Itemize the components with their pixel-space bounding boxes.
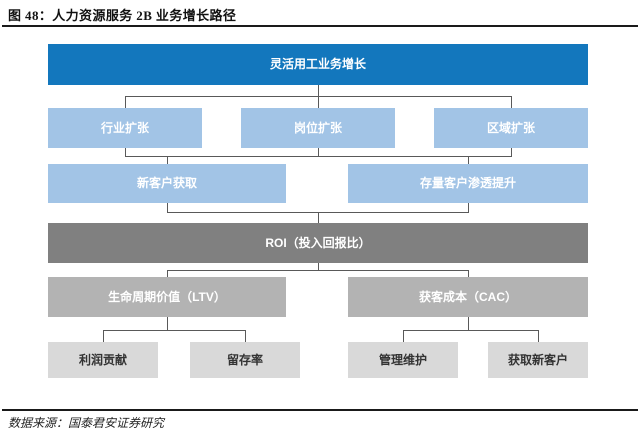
connector-line xyxy=(167,203,168,212)
connector-line xyxy=(318,85,319,96)
connector-line xyxy=(468,203,469,212)
footer-divider-line xyxy=(2,409,638,411)
connector-line xyxy=(167,317,168,330)
node-industry-expansion: 行业扩张 xyxy=(48,108,202,148)
node-roi: ROI（投入回报比） xyxy=(48,223,588,263)
connector-line xyxy=(403,330,538,331)
node-existing-customer-penetration: 存量客户渗透提升 xyxy=(348,164,588,203)
connector-line xyxy=(103,330,104,342)
connector-line xyxy=(125,156,512,157)
connector-line xyxy=(125,96,126,108)
connector-line xyxy=(318,263,319,270)
connector-line xyxy=(511,96,512,108)
connector-line xyxy=(167,270,168,277)
data-source-note: 数据来源：国泰君安证券研究 xyxy=(8,416,165,430)
figure-title: 图 48：人力资源服务 2B 业务增长路径 xyxy=(8,8,237,23)
node-position-expansion: 岗位扩张 xyxy=(241,108,395,148)
node-lifetime-value-ltv: 生命周期价值（LTV） xyxy=(48,277,286,317)
connector-line xyxy=(318,96,319,108)
node-region-expansion: 区域扩张 xyxy=(434,108,588,148)
node-customer-acquisition-cost-cac: 获客成本（CAC） xyxy=(348,277,588,317)
connector-line xyxy=(318,212,319,223)
connector-line xyxy=(468,317,469,330)
connector-line xyxy=(125,148,126,156)
connector-line xyxy=(468,156,469,164)
connector-line xyxy=(167,270,469,271)
node-acquire-new-customers: 获取新客户 xyxy=(488,342,588,378)
connector-line xyxy=(403,330,404,342)
connector-line xyxy=(167,156,168,164)
connector-line xyxy=(538,330,539,342)
node-new-customer-acquisition: 新客户获取 xyxy=(48,164,286,203)
node-management-maintenance: 管理维护 xyxy=(348,342,458,378)
node-profit-contribution: 利润贡献 xyxy=(48,342,158,378)
connector-line xyxy=(468,270,469,277)
node-retention-rate: 留存率 xyxy=(190,342,300,378)
connector-line xyxy=(103,330,246,331)
connector-line xyxy=(318,148,319,156)
connector-line xyxy=(511,148,512,156)
node-flexible-staffing-growth: 灵活用工业务增长 xyxy=(48,44,588,85)
title-divider-line xyxy=(2,25,638,27)
connector-line xyxy=(245,330,246,342)
